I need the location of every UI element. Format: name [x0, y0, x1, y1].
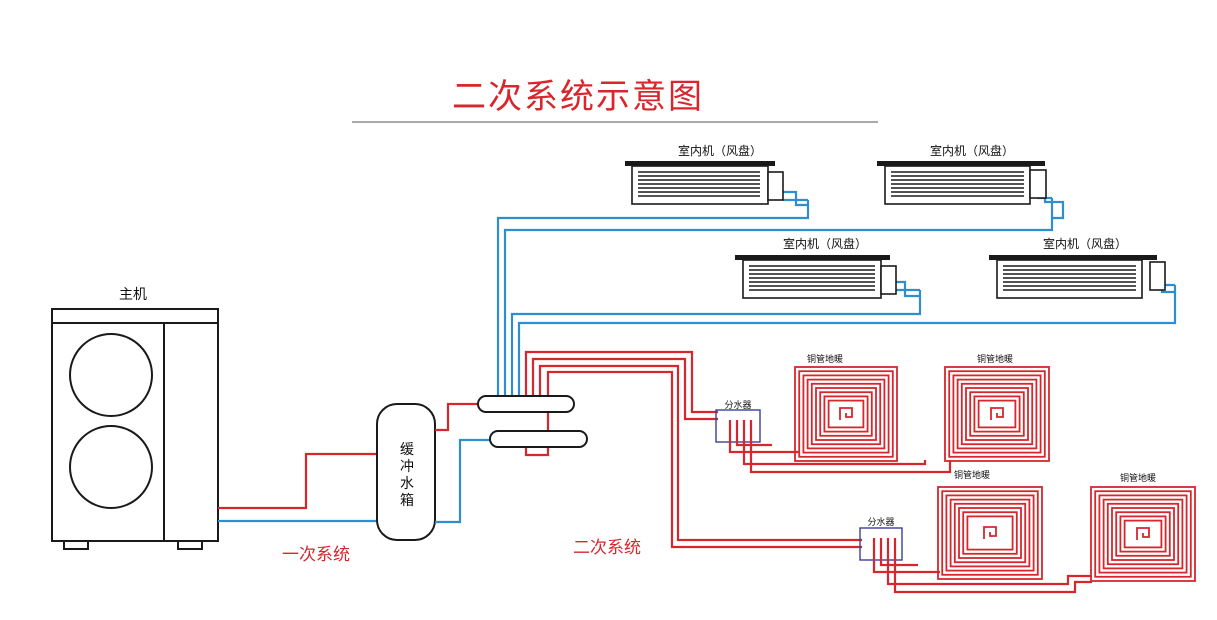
fan-coil-unit-4: 室内机（风盘） [989, 236, 1166, 299]
secondary-system-label: 二次系统 [573, 538, 641, 558]
primary-loop-pipes [218, 452, 378, 523]
manifold-1: 分水器 [715, 399, 952, 474]
fan-coil-unit-2: 室内机（风盘） [877, 143, 1047, 205]
floor-heating-supply-lines [524, 350, 862, 549]
return-header [489, 430, 588, 448]
manifold-label: 分水器 [724, 399, 751, 411]
buffer-tank-char-2: 冲 [400, 459, 414, 475]
buffer-tank-char-4: 箱 [400, 493, 414, 509]
fan-top-icon [69, 333, 153, 417]
buffer-tank: 缓 冲 水 箱 [376, 403, 436, 541]
primary-system-label: 一次系统 [282, 545, 350, 565]
manifold-label: 分水器 [867, 516, 894, 528]
fan-coil-label: 室内机（风盘） [783, 236, 867, 251]
tank-to-return-header-pipe [435, 438, 490, 524]
buffer-tank-char-3: 水 [400, 476, 414, 492]
floor-heating-label-1: 铜管地暖 [807, 353, 843, 365]
buffer-tank-char-1: 缓 [400, 442, 414, 458]
fan-coil-unit-1: 室内机（风盘） [625, 143, 784, 205]
floor-heating-label-4: 铜管地暖 [1120, 472, 1156, 484]
tank-to-supply-header-pipe [435, 402, 478, 432]
primary-supply-pipe [218, 452, 378, 510]
floor-heating-label-2: 铜管地暖 [977, 353, 1013, 365]
fan-coil-unit-3: 室内机（风盘） [735, 236, 897, 299]
supply-header [477, 395, 575, 413]
page-title: 二次系统示意图 [452, 77, 704, 117]
fan-coil-label: 室内机（风盘） [678, 143, 762, 158]
floor-heating-coil-3 [937, 486, 1043, 580]
manifold-2: 分水器 [859, 516, 1092, 594]
fan-coil-label: 室内机（风盘） [930, 143, 1014, 158]
floor-heating-coil-2 [944, 366, 1050, 462]
floor-heating-coils [794, 366, 1196, 582]
main-unit: 主机 [51, 287, 219, 550]
floor-heating-coil-1 [794, 366, 898, 462]
fan-coil-label: 室内机（风盘） [1043, 236, 1127, 251]
floor-heating-coil-4 [1090, 486, 1196, 582]
main-unit-label: 主机 [119, 287, 147, 303]
floor-heating-label-3: 铜管地暖 [954, 469, 990, 481]
fan-bottom-icon [69, 425, 153, 509]
